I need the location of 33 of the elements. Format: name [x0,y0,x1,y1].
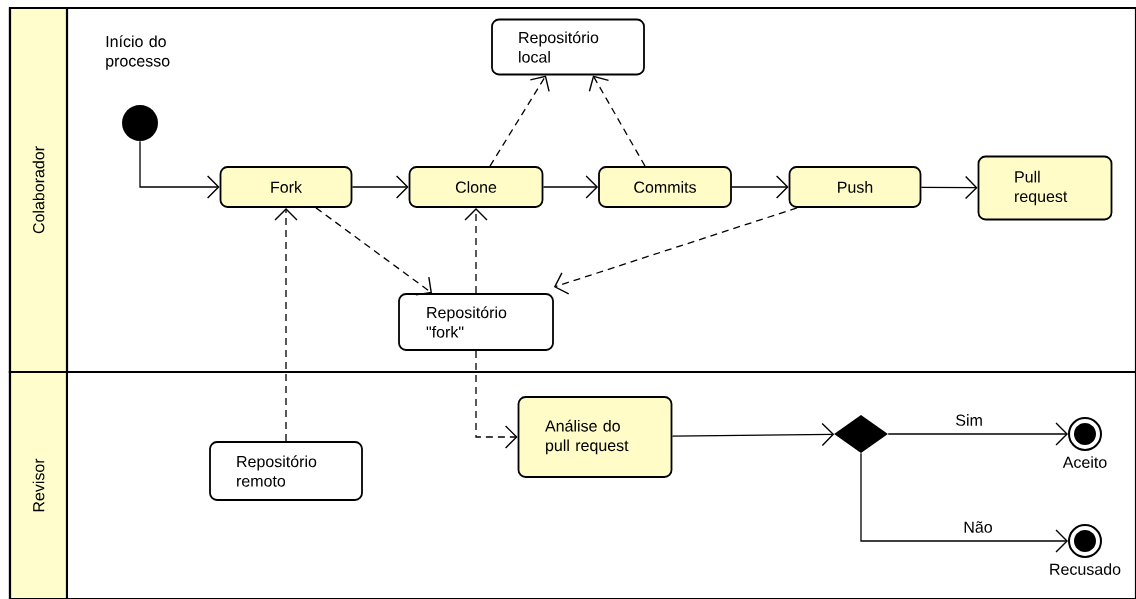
arrow [315,207,432,296]
end-node [1068,417,1102,451]
arrow [553,207,798,295]
edge-label: Sim [954,413,984,427]
action-box: Análise do pull request [517,396,673,478]
decision-diamond [834,415,888,453]
object-box: Repositório "fork" [398,293,554,351]
arrow [860,452,1068,553]
edge-label: Não [962,520,994,534]
object-box: Repositório local [491,18,645,76]
node-label: Aceito [1062,456,1107,468]
arrow [139,140,220,199]
end-node [1068,524,1102,558]
arrow [489,75,550,167]
arrow [542,175,599,199]
action-box: Commits [598,166,732,208]
arrow [475,350,518,449]
arrow [671,422,835,447]
arrow [887,422,1068,446]
node-label: Início do processo [106,35,170,70]
start-node [122,105,158,141]
object-box: Repositório remoto [209,441,363,501]
action-box: Pull request [977,155,1113,221]
action-box: Clone [408,166,544,208]
arrow [274,207,298,442]
arrow [351,175,409,199]
node-label: Recusado [1050,563,1121,575]
arrow [731,175,789,199]
arrow [464,207,488,294]
action-box: Fork [219,166,353,208]
action-box: Push [788,166,922,208]
arrow [920,175,978,200]
arrow [588,75,646,167]
